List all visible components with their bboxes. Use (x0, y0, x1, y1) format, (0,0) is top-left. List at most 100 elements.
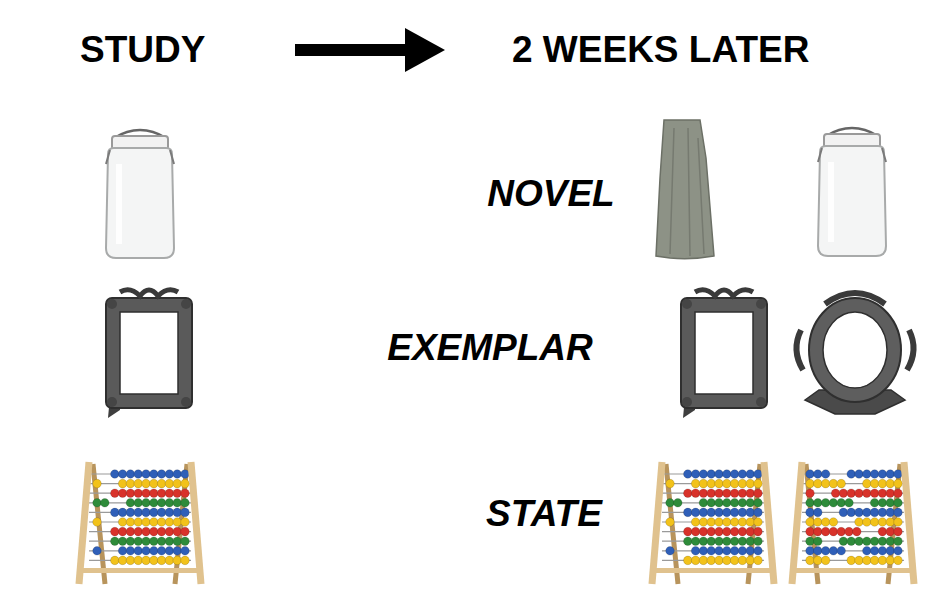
abacus-bead (173, 556, 182, 565)
abacus-bead (699, 537, 708, 546)
abacus-bead (150, 556, 159, 565)
abacus-bead (746, 518, 755, 527)
abacus-bead (93, 547, 102, 556)
abacus-bead (845, 527, 854, 536)
abacus-bead (730, 499, 739, 508)
abacus-bead (157, 470, 166, 479)
abacus-bead (142, 489, 151, 498)
abacus-bead (173, 470, 182, 479)
abacus-bead (126, 556, 135, 565)
abacus-bead (165, 527, 174, 536)
abacus-bead (666, 479, 675, 488)
abacus-bead (691, 508, 700, 517)
abacus-bead (829, 479, 838, 488)
abacus-bead (847, 489, 856, 498)
abacus-bead (754, 547, 763, 556)
abacus-bead (173, 518, 182, 527)
abacus-bead (821, 556, 830, 565)
oval-mirror-picture (796, 293, 913, 414)
abacus-bead (684, 527, 693, 536)
abacus-bead (157, 527, 166, 536)
abacus-bead (181, 556, 190, 565)
abacus-bead (886, 518, 895, 527)
abacus-leg (93, 464, 105, 584)
abacus-leg (764, 462, 774, 584)
abacus-bead (855, 556, 864, 565)
abacus-bead (878, 470, 887, 479)
abacus-bead (878, 508, 887, 517)
abacus-bead (165, 508, 174, 517)
abacus-bead (142, 479, 151, 488)
abacus-bead (142, 470, 151, 479)
abacus-bead (126, 508, 135, 517)
abacus-bead (837, 547, 846, 556)
abacus-bead (863, 470, 872, 479)
abacus-bead (806, 479, 815, 488)
abacus-bead (723, 489, 732, 498)
abacus-bead (173, 537, 182, 546)
abacus-bead (723, 499, 732, 508)
arrow-head (405, 28, 445, 72)
abacus-bead (870, 518, 879, 527)
abacus-bead (878, 547, 887, 556)
abacus-bead (894, 489, 903, 498)
abacus-bead (715, 556, 724, 565)
condition-label: STATE (486, 494, 602, 535)
abacus-bead (707, 556, 716, 565)
abacus-bead (111, 508, 120, 517)
abacus-bead (894, 527, 903, 536)
abacus-bead (181, 499, 190, 508)
abacus-bead (723, 470, 732, 479)
abacus-bead (173, 547, 182, 556)
abacus-bead (126, 547, 135, 556)
abacus-bead (821, 479, 830, 488)
abacus-bead (165, 537, 174, 546)
abacus-bead (134, 470, 143, 479)
abacus-bead (181, 470, 190, 479)
abacus-base (794, 568, 912, 573)
abacus-bead (715, 470, 724, 479)
abacus-bead (126, 489, 135, 498)
abacus-bead (870, 556, 879, 565)
abacus-bead (715, 547, 724, 556)
abacus-bead (894, 499, 903, 508)
abacus-bead (855, 537, 864, 546)
abacus-bead (870, 547, 879, 556)
abacus-bead (845, 499, 854, 508)
abacus-bead (738, 508, 747, 517)
abacus-bead (814, 547, 823, 556)
time-arrow (295, 28, 445, 72)
abacus-bead (150, 470, 159, 479)
jar-picture (818, 128, 886, 256)
abacus-bead (181, 547, 190, 556)
abacus-bead (738, 470, 747, 479)
condition-label: NOVEL (487, 174, 614, 215)
abacus-bead (746, 479, 755, 488)
abacus-bead (847, 556, 856, 565)
abacus-bead (730, 479, 739, 488)
abacus-bead (886, 470, 895, 479)
abacus-bead (707, 489, 716, 498)
abacus-bead (754, 470, 763, 479)
abacus-bead (754, 518, 763, 527)
abacus-bead (746, 537, 755, 546)
abacus-bead (831, 489, 840, 498)
abacus-bead (118, 556, 127, 565)
abacus-bead (691, 547, 700, 556)
mirror-picture (106, 290, 192, 418)
abacus-bead (707, 537, 716, 546)
abacus-bead (878, 556, 887, 565)
abacus-bead (666, 547, 675, 556)
abacus-bead (666, 518, 675, 527)
abacus-bead (173, 479, 182, 488)
abacus-bead (691, 527, 700, 536)
abacus-bead (134, 518, 143, 527)
abacus-bead (837, 479, 846, 488)
abacus-bead (691, 470, 700, 479)
abacus-bead (118, 489, 127, 498)
abacus-bead (173, 527, 182, 536)
abacus-bead (821, 518, 830, 527)
abacus-bead (870, 479, 879, 488)
abacus-bead (878, 537, 887, 546)
abacus-bead (707, 508, 716, 517)
